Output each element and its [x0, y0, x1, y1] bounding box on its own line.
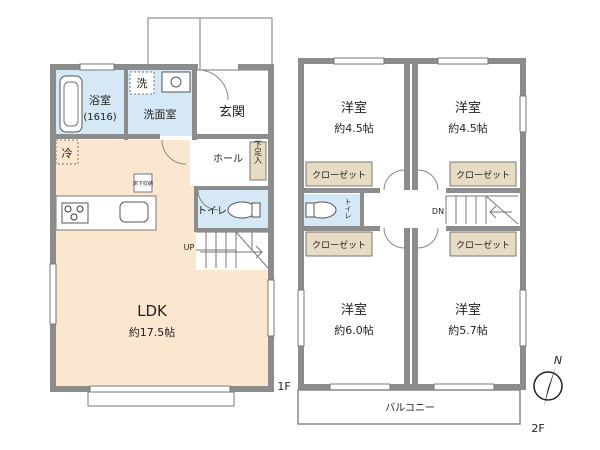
room-nw-size-label: 約4.5帖 [334, 121, 374, 135]
stairs-1f-arrow [200, 245, 263, 259]
closet-sw-label: クローゼット [312, 239, 366, 251]
shoe-storage-label: 下足入 [254, 140, 263, 164]
closet-se-label: クローゼット [456, 239, 510, 251]
ldk-label: LDK [137, 302, 168, 320]
room-nw-door [383, 169, 405, 191]
porch-outline [147, 17, 273, 71]
stairs-1f [196, 231, 269, 269]
washing-machine-label: 洗 [137, 77, 148, 90]
compass: N [533, 354, 563, 406]
room-ne-label: 洋室 [455, 100, 481, 116]
washing-machine-box [129, 71, 155, 95]
entrance-door [197, 69, 229, 101]
room-se-size-label: 約5.7帖 [448, 323, 488, 337]
stairs1-area [196, 232, 268, 270]
closet-nw [305, 161, 373, 187]
closet-ne [449, 161, 517, 187]
hall-label: ホール [213, 153, 243, 165]
washroom-door [161, 139, 187, 165]
entrance-floor [194, 88, 266, 138]
underfloor-storage-label: 床下収納 [133, 180, 153, 187]
floor-1: 浴室 (1616) 洗 洗面室 玄関 ホール 下足入 冷 床下収納 トイレ UP… [49, 17, 291, 407]
bath-size-label: (1616) [83, 112, 116, 123]
closet-ne-label: クローゼット [456, 169, 510, 181]
shoe-storage-box [249, 141, 267, 181]
down-label: DN [432, 207, 444, 216]
balcony-label: バルコニー [385, 402, 435, 414]
room-sw-door [383, 227, 405, 249]
floor-2-label: 2F [531, 422, 544, 435]
closet-nw-label: クローゼット [312, 169, 366, 181]
closet-se [449, 231, 517, 257]
compass-ring [533, 371, 563, 401]
toilet-2f-label: トイレ [344, 198, 352, 219]
room-ne-size-label: 約4.5帖 [448, 121, 488, 135]
compass-needle-icon [544, 366, 556, 406]
room-se-label: 洋室 [455, 302, 481, 318]
wash-basin [161, 71, 191, 93]
toilet-1f-door [197, 189, 219, 211]
balcony [297, 389, 521, 425]
stove [61, 202, 89, 224]
up-label: UP [184, 243, 195, 252]
entrance-label: 玄関 [219, 105, 245, 120]
sink [119, 201, 149, 223]
walls-2f [298, 58, 526, 390]
stairs-2f-arrow [489, 205, 512, 219]
underfloor-storage-box [133, 173, 153, 193]
closet-sw [305, 231, 373, 257]
deck-1f [87, 391, 235, 407]
compass-north-label: N [554, 354, 562, 367]
room-sw-label: 洋室 [341, 302, 367, 318]
room-sw-size-label: 約6.0帖 [334, 323, 374, 337]
bath-label: 浴室 [89, 93, 111, 107]
windows-2f [297, 57, 527, 391]
stairs-2f [445, 195, 519, 225]
room-se-door [417, 227, 439, 249]
floor-2: 洋室 約4.5帖 洋室 約4.5帖 洋室 約6.0帖 洋室 約5.7帖 クローゼ… [297, 57, 545, 435]
floor-1-label: 1F [277, 380, 290, 393]
washroom-label: 洗面室 [144, 107, 177, 121]
room-ne-door [417, 169, 439, 191]
ldk-size-label: 約17.5帖 [129, 325, 176, 339]
bathtub [59, 75, 83, 133]
room-nw-label: 洋室 [341, 100, 367, 116]
toilet-1f-label: トイレ [197, 206, 227, 217]
fridge-label: 冷 [62, 147, 73, 160]
